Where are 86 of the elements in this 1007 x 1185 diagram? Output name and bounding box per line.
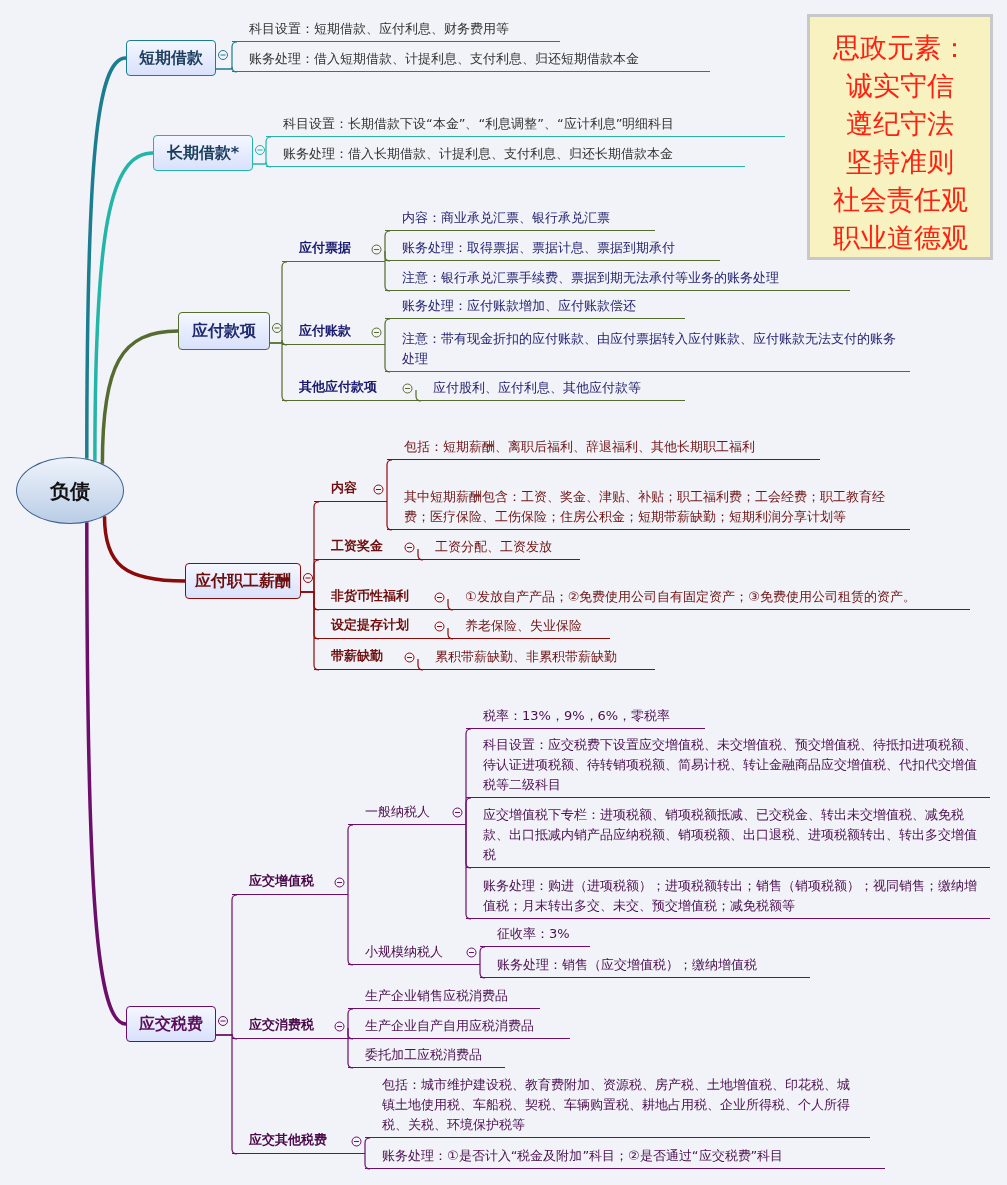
detail-text: 养老保险、失业保险 [448, 615, 610, 639]
detail-text: 账务处理：取得票据、票据计息、票据到期承付 [385, 235, 720, 261]
connector-line [347, 883, 354, 966]
note-text: 职业道德观 [831, 221, 969, 255]
detail-text: 内容：商业承兑汇票、银行承兑汇票 [385, 207, 655, 231]
detail-text: 科目设置：短期借款、应付利息、财务费用等 [232, 18, 560, 42]
connector-line [93, 151, 154, 461]
connector-line [417, 658, 424, 671]
connector-line [384, 318, 391, 335]
subtopic-label: 非货币性福利 [331, 587, 409, 605]
subtopic-label: 一般纳税人 [365, 803, 430, 821]
connector-line [252, 161, 272, 168]
subtopic-label: 应付票据 [299, 239, 351, 257]
connector-line [447, 598, 454, 611]
connector-line [384, 250, 391, 292]
detail-text: 注意：带有现金折扣的应付账款、由应付票据转入应付账款、应付账款无法支付的账务处理 [385, 324, 910, 372]
connector-line [85, 56, 127, 459]
detail-text: 工资分配、工资发放 [418, 536, 580, 560]
detail-text: 生产企业自产自用应税消费品 [348, 1013, 570, 1039]
detail-text: 注意：银行承兑汇票手续费、票据到期无法承付等业务的账务处理 [385, 265, 850, 291]
detail-text: 生产企业销售应税消费品 [348, 985, 540, 1009]
detail-text: 账务处理：销售（应交增值税）；缴纳增值税 [480, 954, 810, 978]
subtopic-label: 工资奖金 [331, 537, 383, 555]
topic-box: 长期借款* [153, 135, 253, 171]
topic-box: 短期借款 [126, 40, 216, 76]
detail-text: 账务处理：借入长期借款、计提利息、支付利息、归还长期借款本金 [266, 142, 745, 167]
detail-text: 其中短期薪酬包含：工资、奖金、津贴、补贴；职工福利费；工会经费；职工教育经费；医疗保险、工伤保险；住房公积金；短期带薪缺勤；短期利润分享计划等 [387, 464, 910, 530]
note-heading: 思政元素： [831, 31, 969, 65]
detail-text: 包括：城市维护建设税、教育费附加、资源税、房产税、土地增值税、印花税、城镇土地使用税、车船税、契税、车辆购置税、耕地占用税、企业所得税、个人所得税、关税、环境保护税等 [365, 1074, 870, 1138]
detail-text: 包括：短期薪酬、离职后福利、辞退福利、其他长期职工福利 [387, 436, 820, 460]
subtopic-label: 小规模纳税人 [365, 943, 443, 961]
branch-underline [282, 376, 416, 401]
topic-box: 应交税费 [126, 1006, 216, 1042]
subtopic-label: 设定提存计划 [331, 616, 409, 634]
connector-line [384, 333, 391, 373]
connector-line [364, 1137, 371, 1144]
detail-text: 账务处理：购进（进项税额）；进项税额转出；销售（销项税额）；视同销售；缴纳增值税；月末转出多交、未交、预交增值税；减免税额等 [466, 872, 990, 919]
connector-line [347, 824, 354, 885]
connector-line [479, 953, 486, 979]
connector-line [465, 813, 472, 920]
subtopic-label: 应付账款 [299, 322, 351, 340]
detail-text: 科目设置：应交税费下设置应交增值税、未交增值税、预交增值税、待抵扣进项税额、待认证进项税额、待转销项税额、简易计税、转让金融商品应交增值税、代扣代交增值税等二级科目 [466, 734, 990, 798]
connector-line [215, 1034, 238, 1155]
detail-text: ①发放自产产品；②免费使用公司自有固定资产；③免费使用公司租赁的资产。 [448, 564, 970, 610]
connector-line [479, 946, 486, 955]
connector-line [102, 516, 186, 583]
subtopic-label: 其他应付款项 [299, 378, 377, 396]
branch-underline [282, 320, 385, 345]
detail-text: 账务处理：应付账款增加、应付账款偿还 [385, 295, 685, 319]
detail-text: 账务处理：①是否计入“税金及附加”科目；②是否通过“应交税费”科目 [365, 1141, 885, 1169]
connector-line [100, 329, 179, 464]
connector-line [364, 1142, 371, 1170]
connector-line [347, 1027, 354, 1069]
detail-text: 委托加工应税消费品 [348, 1043, 505, 1068]
subtopic-label: 应交增值税 [249, 872, 314, 890]
connector-line [386, 459, 393, 492]
connector-line [269, 342, 288, 402]
note-text: 诚实守信 [845, 69, 955, 103]
note-text: 坚持准则 [845, 145, 955, 179]
connector-line [347, 1008, 354, 1029]
connector-line [465, 797, 472, 815]
detail-text: 征收率：3% [480, 925, 590, 947]
detail-text: 应交增值税下专栏：进项税额、销项税额抵减、已交税金、转出未交增值税、减免税款、出口抵减内销产品应纳税额、销项税额、出口退税、进项税额转出、转出多交增值税 [466, 802, 990, 868]
subtopic-label: 应交其他税费 [249, 1131, 327, 1149]
connector-line [85, 522, 127, 1026]
detail-text: 账务处理：借入短期借款、计提利息、支付利息、归还短期借款本金 [232, 47, 710, 72]
note-text: 遵纪守法 [845, 107, 955, 141]
topic-box: 应付款项 [178, 312, 270, 350]
root-ellipse: 负债 [16, 457, 124, 524]
connector-line [386, 490, 393, 531]
note-text: 社会责任观 [831, 183, 969, 217]
subtopic-label: 带薪缺勤 [331, 647, 383, 665]
detail-text: 累积带薪缺勤、非累积带薪缺勤 [418, 646, 655, 670]
connector-line [384, 230, 391, 252]
connector-line [447, 627, 454, 640]
topic-box: 应付职工薪酬 [185, 563, 301, 599]
subtopic-label: 应交消费税 [249, 1016, 314, 1034]
detail-text: 应付股利、应付利息、其他应付款等 [416, 376, 685, 401]
connector-line [417, 548, 424, 561]
connector-line [415, 389, 422, 402]
detail-text: 税率：13%，9%，6%，零税率 [466, 705, 705, 729]
note-box [807, 14, 993, 260]
subtopic-label: 内容 [331, 479, 357, 497]
detail-text: 科目设置：长期借款下设“本金”、“利息调整”、“应计利息”明细科目 [266, 113, 785, 137]
connector-line [215, 66, 238, 73]
connector-line [300, 591, 320, 671]
